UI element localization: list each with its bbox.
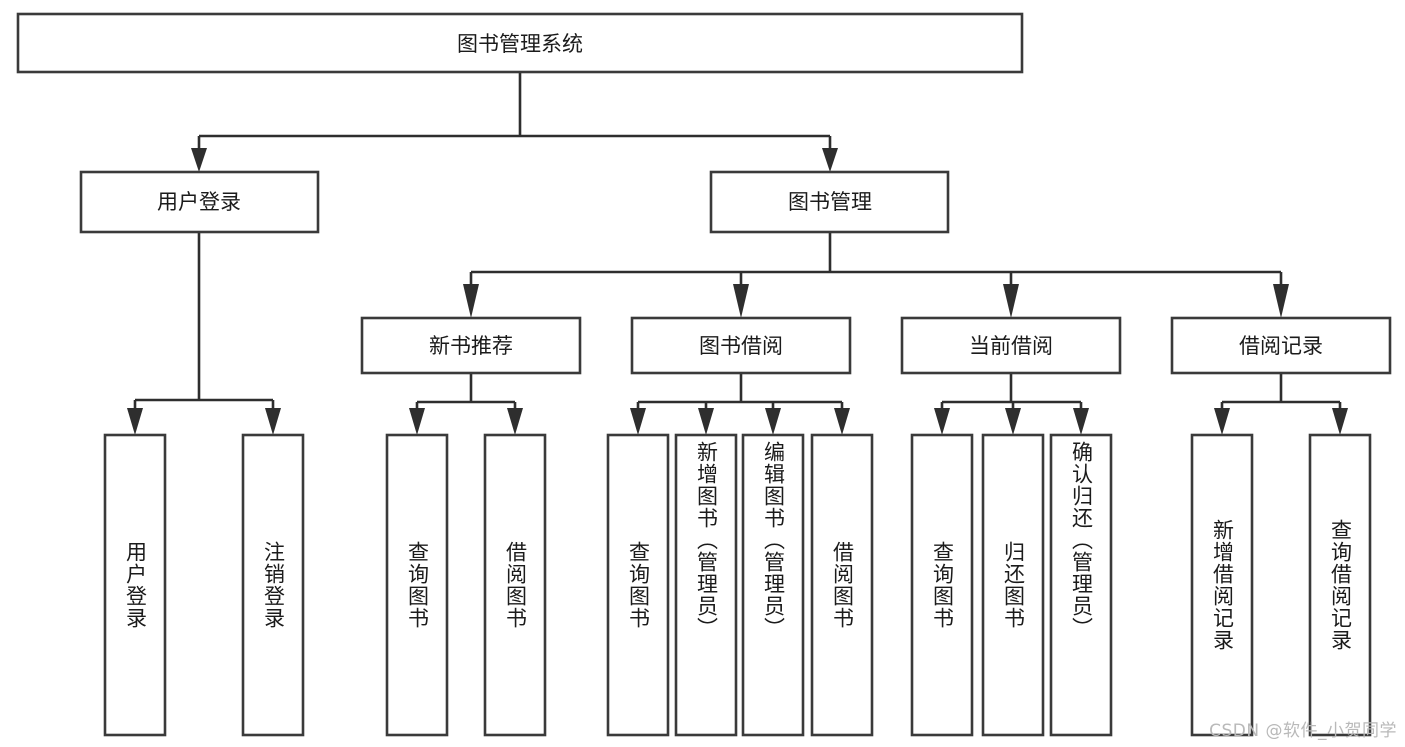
- node-leaf-logout-box[interactable]: [241, 433, 305, 737]
- node-leaf-query-book-3-box[interactable]: [910, 433, 974, 737]
- node-root[interactable]: 图书管理系统: [16, 12, 1024, 74]
- arrow-head-borrow-record: [1273, 284, 1289, 318]
- connector-group-root-to-level2: [191, 72, 838, 172]
- node-root-box[interactable]: [16, 12, 1024, 74]
- node-borrow-record-box[interactable]: [1170, 316, 1392, 375]
- arrow-head-leaf-return-book: [1005, 408, 1021, 435]
- arrow-head-leaf-borrow-book-1: [507, 408, 523, 435]
- node-leaf-borrow-book-1-box[interactable]: [483, 433, 547, 737]
- csdn-watermark: CSDN @软件_小贺同学: [1209, 721, 1397, 741]
- arrow-head-leaf-query-book-1: [409, 408, 425, 435]
- arrow-head-leaf-query-record: [1332, 408, 1348, 435]
- node-book-manage-label: 图书管理: [788, 190, 872, 214]
- node-leaf-query-record-box[interactable]: [1308, 433, 1372, 737]
- arrow-head-leaf-logout: [265, 408, 281, 435]
- node-book-manage-box[interactable]: [709, 170, 950, 234]
- arrow-head-leaf-query-book-2: [630, 408, 646, 435]
- connector-group-current-borrow-to-leaves: [934, 373, 1089, 435]
- node-book-borrow-label: 图书借阅: [699, 334, 783, 358]
- node-new-book-recommend[interactable]: 新书推荐: [360, 316, 582, 375]
- node-current-borrow-label: 当前借阅: [969, 334, 1053, 358]
- node-leaf-confirm-return-box[interactable]: [1049, 433, 1113, 737]
- arrow-head-book-manage: [822, 148, 838, 172]
- node-user-login-label: 用户登录: [157, 190, 241, 214]
- node-leaf-return-book-box[interactable]: [981, 433, 1045, 737]
- arrow-head-new-book-recommend: [463, 284, 479, 318]
- node-leaf-edit-book-box[interactable]: [741, 433, 805, 737]
- arrow-head-leaf-user-login: [127, 408, 143, 435]
- arrow-head-user-login: [191, 148, 207, 172]
- connector-group-user-login-to-leaves: [127, 232, 281, 435]
- arrow-head-leaf-edit-book: [765, 408, 781, 435]
- arrow-head-leaf-add-record: [1214, 408, 1230, 435]
- node-leaf-user-login-box[interactable]: [103, 433, 167, 737]
- arrow-head-leaf-confirm-return: [1073, 408, 1089, 435]
- node-leaf-add-book-box[interactable]: [674, 433, 738, 737]
- node-leaf-query-book-2-box[interactable]: [606, 433, 670, 737]
- node-book-borrow-box[interactable]: [630, 316, 852, 375]
- node-book-borrow[interactable]: 图书借阅: [630, 316, 852, 375]
- node-new-book-recommend-box[interactable]: [360, 316, 582, 375]
- arrow-head-current-borrow: [1003, 284, 1019, 318]
- node-current-borrow[interactable]: 当前借阅: [900, 316, 1122, 375]
- node-new-book-recommend-label: 新书推荐: [429, 334, 513, 358]
- arrow-head-leaf-add-book: [698, 408, 714, 435]
- node-leaf-add-record-box[interactable]: [1190, 433, 1254, 737]
- arrow-head-leaf-query-book-3: [934, 408, 950, 435]
- node-leaf-borrow-book-2-box[interactable]: [810, 433, 874, 737]
- node-root-label: 图书管理系统: [457, 32, 583, 56]
- connector-group-book-manage-to-level3: [463, 232, 1289, 318]
- connector-group-book-borrow-to-leaves: [630, 373, 850, 435]
- connector-group-borrow-record-to-leaves: [1214, 373, 1348, 435]
- node-user-login[interactable]: 用户登录: [79, 170, 320, 234]
- node-user-login-box[interactable]: [79, 170, 320, 234]
- node-leaf-query-book-1-box[interactable]: [385, 433, 449, 737]
- node-borrow-record-label: 借阅记录: [1239, 334, 1323, 358]
- arrow-head-leaf-borrow-book-2: [834, 408, 850, 435]
- node-borrow-record[interactable]: 借阅记录: [1170, 316, 1392, 375]
- arrow-head-book-borrow: [733, 284, 749, 318]
- node-current-borrow-box[interactable]: [900, 316, 1122, 375]
- node-book-manage[interactable]: 图书管理: [709, 170, 950, 234]
- connector-group-new-book-recommend-to-leaves: [409, 373, 523, 435]
